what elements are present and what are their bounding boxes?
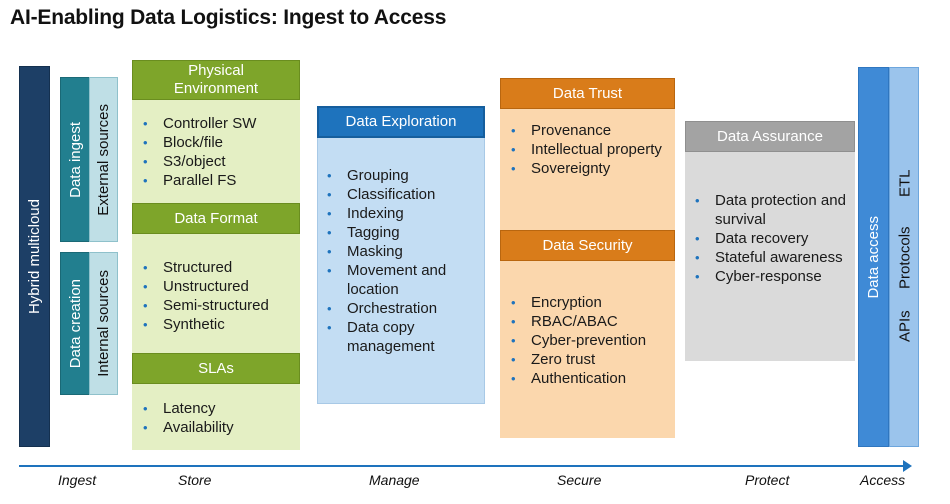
list-item: Masking — [324, 242, 482, 261]
list-item: Cyber-response — [692, 267, 852, 286]
physical-environment-header: Physical Environment — [132, 60, 300, 100]
data-format-header: Data Format — [132, 203, 300, 234]
data-ingest-label: Data ingest — [66, 121, 84, 198]
internal-sources-label: Internal sources — [95, 270, 112, 377]
data-format-list: Structured Unstructured Semi-structured … — [140, 258, 300, 334]
external-sources-label: External sources — [95, 103, 112, 216]
list-item: Encryption — [508, 293, 673, 312]
timeline-arrow-icon — [903, 460, 912, 472]
external-sources-bar: External sources — [89, 77, 118, 242]
list-item: Data protection and survival — [692, 191, 852, 229]
list-item: Block/file — [140, 133, 300, 152]
list-item: Intellectual property — [508, 140, 673, 159]
list-item: Synthetic — [140, 315, 300, 334]
etl-label: ETL — [896, 169, 914, 197]
list-item: Authentication — [508, 369, 673, 388]
data-access-bar: Data access — [858, 67, 889, 447]
slas-list: Latency Availability — [140, 399, 300, 437]
list-item: Controller SW — [140, 114, 300, 133]
list-item: Availability — [140, 418, 300, 437]
stage-manage: Manage — [369, 472, 420, 488]
stage-secure: Secure — [557, 472, 602, 488]
data-exploration-list: Grouping Classification Indexing Tagging… — [324, 166, 482, 356]
list-item: Tagging — [324, 223, 482, 242]
data-trust-list: Provenance Intellectual property Soverei… — [508, 121, 673, 178]
list-item: Grouping — [324, 166, 482, 185]
data-creation-bar: Data creation — [60, 252, 90, 395]
data-creation-label: Data creation — [66, 278, 84, 369]
list-item: Structured — [140, 258, 300, 277]
list-item: Sovereignty — [508, 159, 673, 178]
physical-environment-list: Controller SW Block/file S3/object Paral… — [140, 114, 300, 190]
stage-protect: Protect — [745, 472, 790, 488]
list-item: Data copy management — [324, 318, 482, 356]
hybrid-multicloud-bar: Hybrid multicloud — [19, 66, 50, 447]
list-item: RBAC/ABAC — [508, 312, 673, 331]
list-item: Parallel FS — [140, 171, 300, 190]
list-item: Zero trust — [508, 350, 673, 369]
protocols-label: Protocols — [896, 226, 914, 290]
timeline-axis — [19, 465, 907, 467]
access-methods-bar: Protocols ETL APIs — [889, 67, 919, 447]
list-item: Movement and location — [324, 261, 482, 299]
list-item: Indexing — [324, 204, 482, 223]
data-security-list: Encryption RBAC/ABAC Cyber-prevention Ze… — [508, 293, 673, 388]
internal-sources-bar: Internal sources — [89, 252, 118, 395]
stage-ingest: Ingest — [58, 472, 97, 488]
list-item: Provenance — [508, 121, 673, 140]
slas-header: SLAs — [132, 353, 300, 384]
data-security-header: Data Security — [500, 230, 675, 261]
data-assurance-header: Data Assurance — [685, 121, 855, 152]
data-access-label: Data access — [865, 215, 882, 299]
stage-store: Store — [178, 472, 212, 488]
page-title: AI-Enabling Data Logistics: Ingest to Ac… — [10, 6, 447, 29]
list-item: Unstructured — [140, 277, 300, 296]
list-item: Stateful awareness — [692, 248, 852, 267]
list-item: Latency — [140, 399, 300, 418]
list-item: Semi-structured — [140, 296, 300, 315]
data-trust-header: Data Trust — [500, 78, 675, 109]
hybrid-multicloud-label: Hybrid multicloud — [26, 198, 43, 315]
list-item: Data recovery — [692, 229, 852, 248]
apis-label: APIs — [896, 310, 914, 342]
list-item: S3/object — [140, 152, 300, 171]
list-item: Orchestration — [324, 299, 482, 318]
list-item: Cyber-prevention — [508, 331, 673, 350]
list-item: Classification — [324, 185, 482, 204]
stage-access: Access — [860, 472, 906, 488]
data-exploration-header: Data Exploration — [317, 106, 485, 138]
data-ingest-bar: Data ingest — [60, 77, 90, 242]
data-assurance-list: Data protection and survival Data recove… — [692, 191, 852, 286]
